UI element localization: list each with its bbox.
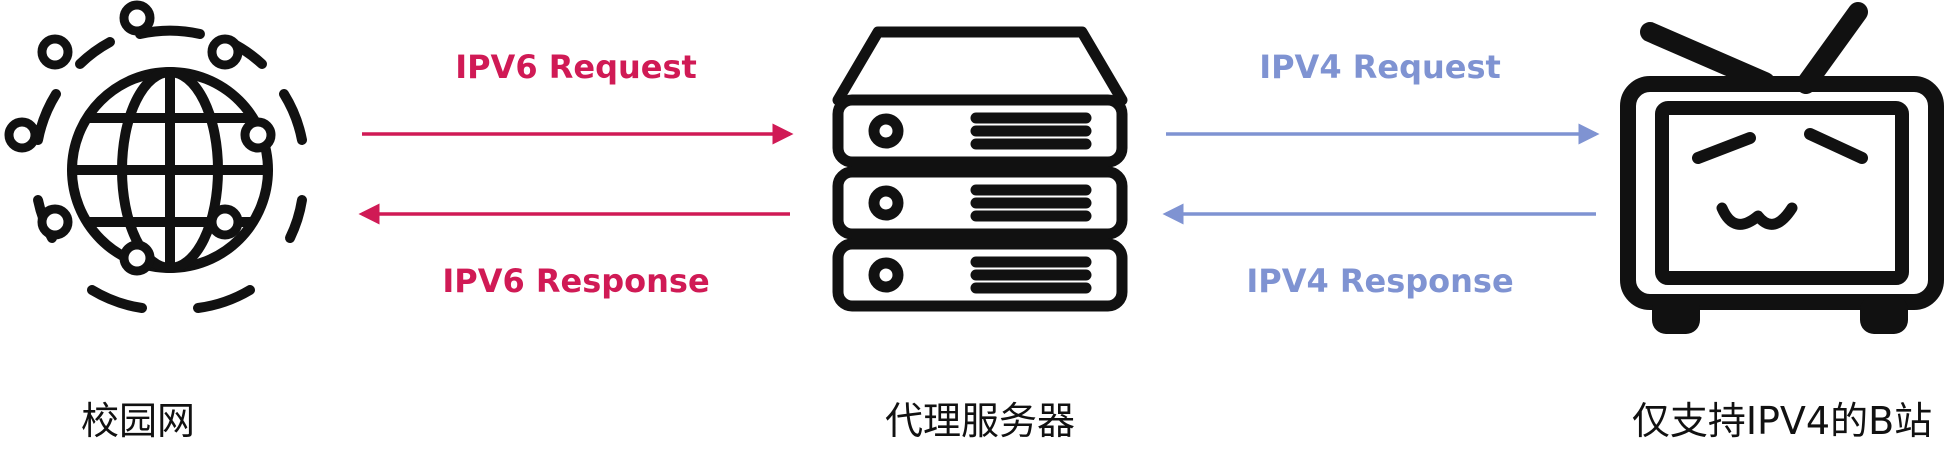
server-rack-icon	[832, 26, 1128, 312]
ipv6-request-label: IPV6 Request	[455, 48, 697, 86]
bilibili-tv-icon	[1620, 2, 1944, 334]
bilibili-site-label: 仅支持IPV4的B站	[1631, 399, 1933, 443]
globe-network-icon	[4, 0, 307, 313]
ipv6-response-label: IPV6 Response	[442, 262, 710, 300]
proxy-server-label: 代理服务器	[884, 399, 1076, 443]
campus-network-label: 校园网	[80, 399, 196, 443]
ipv4-response-label: IPV4 Response	[1246, 262, 1514, 300]
ipv4-request-label: IPV4 Request	[1259, 48, 1501, 86]
